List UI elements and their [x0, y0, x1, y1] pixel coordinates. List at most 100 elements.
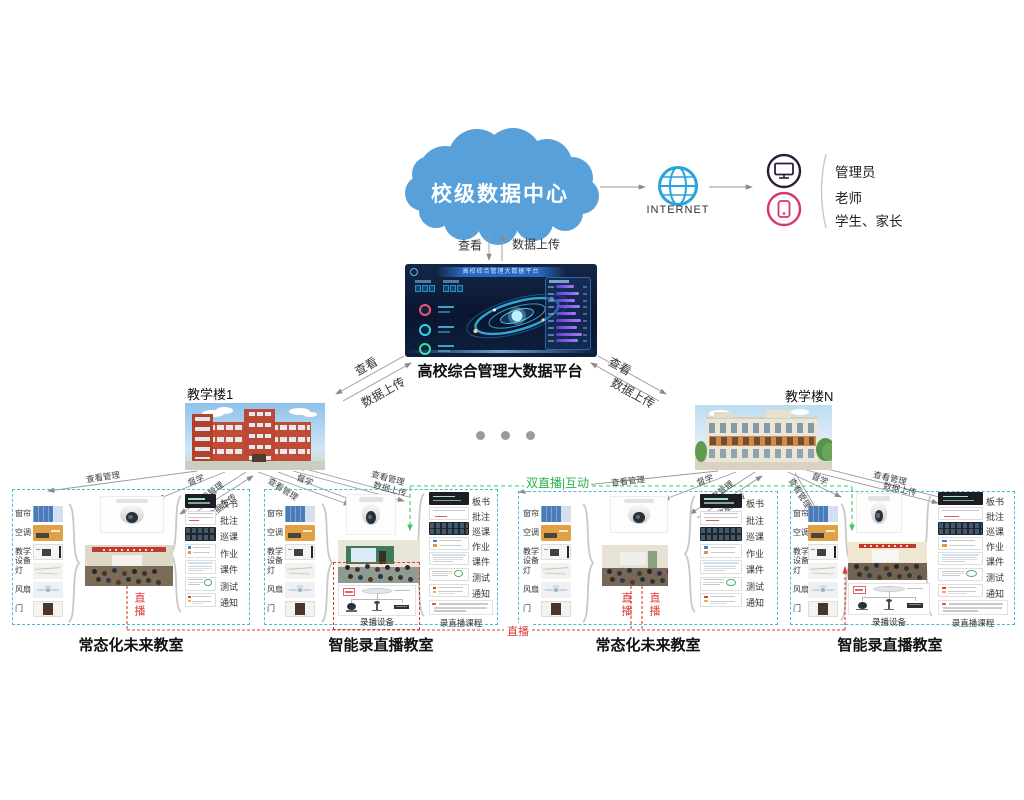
internet-globe-icon [658, 166, 698, 206]
group-4-caption: 智能录直播教室 [837, 637, 943, 654]
screen-detail [583, 286, 587, 288]
function-item-image [185, 576, 216, 591]
data-center-label: 校级数据中心 [431, 183, 569, 206]
device-item-label: 窗帘 [15, 509, 31, 518]
classroom-photo [602, 545, 668, 586]
function-item-detail [938, 527, 983, 530]
function-item-detail [188, 551, 192, 555]
screen-detail [556, 291, 579, 295]
device-item-image [33, 601, 63, 617]
device-item-label: 门 [15, 604, 23, 613]
function-item-image [185, 527, 216, 541]
course-text-detail [432, 602, 437, 606]
function-item-detail [188, 600, 191, 603]
device-item-detail [286, 567, 312, 570]
device-item-image [285, 525, 315, 541]
device-item-detail [559, 530, 568, 532]
function-item-detail [433, 499, 461, 501]
screen-detail [419, 343, 431, 355]
device-item-detail [305, 506, 315, 522]
screen-detail [556, 305, 580, 309]
device-detail [345, 590, 353, 594]
building-detail [766, 410, 791, 418]
screen-detail [556, 312, 576, 316]
device-item-detail [811, 588, 822, 591]
link-label: 查看管理 [85, 469, 121, 485]
device-item-image [541, 525, 571, 541]
device-item-detail [49, 588, 60, 591]
screen-detail [548, 326, 554, 329]
device-item-image [808, 544, 838, 560]
function-item-detail [192, 551, 211, 554]
device-detail [351, 598, 403, 600]
screen-detail [415, 285, 421, 292]
screen-detail [583, 292, 587, 295]
phone-icon [777, 200, 791, 218]
photo-detail [338, 566, 420, 583]
function-item-detail [942, 539, 947, 543]
device-item-detail [44, 584, 52, 589]
function-item-detail [433, 557, 464, 559]
function-item-label: 批注 [472, 512, 491, 522]
device-item-image [33, 506, 63, 522]
link-label: 督学 [186, 472, 206, 488]
screen-title: 高校综合管理大数据平台 [436, 267, 566, 277]
device-detail [873, 586, 905, 593]
function-item-detail [432, 554, 466, 557]
device-detail [888, 592, 890, 598]
course-text-block [429, 600, 493, 615]
device-item-label: 空调 [793, 528, 809, 537]
building-detail [185, 461, 325, 470]
function-item-detail [703, 562, 739, 565]
device-item-label: 窗帘 [523, 509, 539, 518]
function-item-detail [439, 539, 462, 541]
device-item-detail [288, 549, 293, 551]
function-item-detail [703, 579, 725, 581]
classroom-group-box [790, 491, 1015, 625]
building-1-image [185, 403, 325, 470]
device-detail [907, 603, 923, 608]
screen-ring [488, 303, 546, 329]
device-detail [884, 609, 894, 611]
ellipsis-dot [501, 431, 510, 440]
function-item-detail [192, 600, 211, 602]
function-item-detail [438, 593, 454, 594]
function-item-detail [725, 578, 737, 587]
dome-camera-image [610, 496, 668, 533]
device-item-image [808, 601, 838, 617]
function-item-label: 板书 [220, 499, 239, 509]
function-item-image [700, 560, 742, 574]
function-item-detail [189, 519, 200, 522]
device-item-detail [542, 567, 568, 570]
building-detail [252, 453, 267, 462]
live-label: 直播 [648, 592, 660, 618]
course-text-detail [948, 602, 1003, 605]
device-item-detail [58, 546, 61, 558]
device-item-label: 教学设备 [793, 547, 809, 565]
device-item-label: 教学设备 [15, 547, 31, 565]
photo-students [95, 576, 101, 582]
device-item-image [33, 582, 63, 598]
device-item-label: 门 [267, 604, 275, 613]
device-detail [907, 587, 924, 590]
device-item-label: 风扇 [523, 585, 539, 594]
device-item-detail [298, 588, 302, 592]
classroom-photo [848, 542, 927, 580]
camera-detail [115, 498, 149, 504]
connector-line [47, 470, 198, 493]
course-text-detail [943, 606, 1002, 609]
device-item-image [541, 601, 571, 617]
function-item-detail [188, 569, 204, 571]
photo-detail [620, 552, 646, 566]
function-item-detail [709, 595, 736, 597]
device-item-image [33, 563, 63, 579]
function-item-detail [704, 502, 734, 504]
device-item-detail [550, 548, 559, 556]
device-item-label: 灯 [15, 566, 23, 575]
function-item-detail [705, 519, 720, 522]
device-item-detail [817, 602, 829, 616]
building-detail [695, 440, 708, 462]
function-item-image [938, 537, 983, 550]
